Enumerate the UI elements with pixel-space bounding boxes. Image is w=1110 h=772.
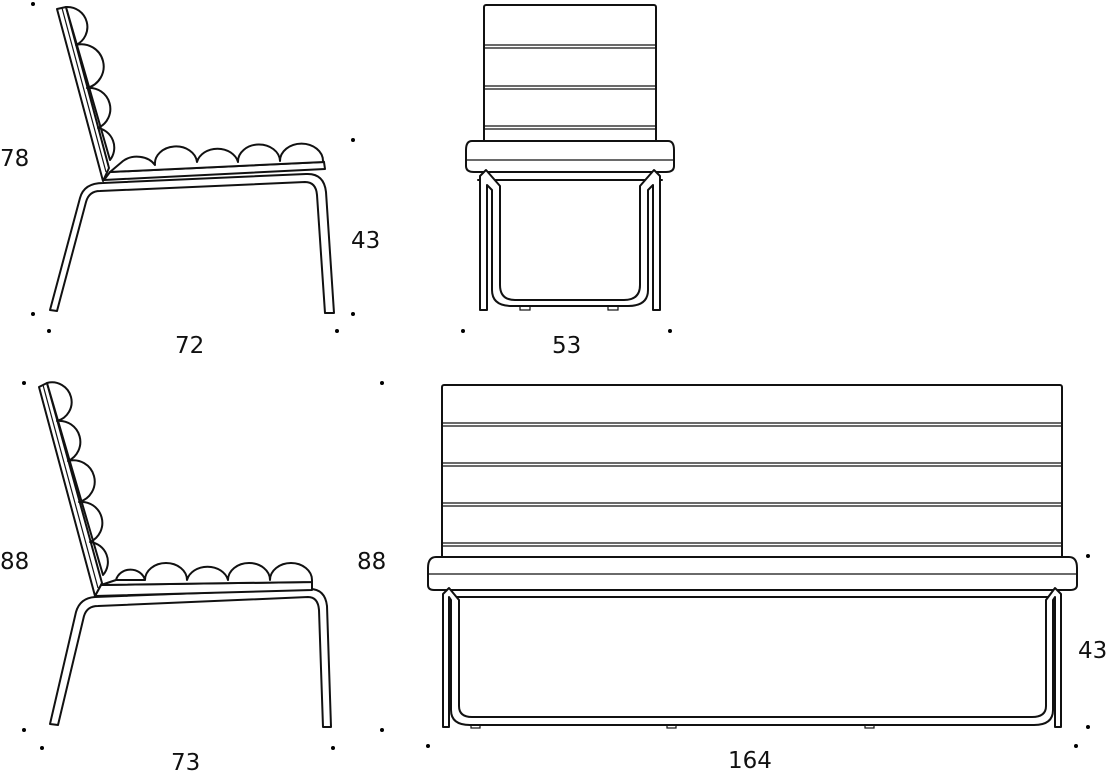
seat-cushion bbox=[465, 140, 675, 173]
dimension-height: 78 bbox=[0, 146, 29, 172]
backrest-cushions bbox=[46, 381, 109, 576]
lounge-chair-side-view: 78 43 72 bbox=[0, 2, 380, 359]
dimension-height-right: 88 bbox=[357, 549, 386, 575]
dimension-seat-height: 43 bbox=[1078, 638, 1107, 664]
backrest-cushions bbox=[65, 5, 116, 161]
highback-chair-side-view: 88 88 73 bbox=[0, 381, 386, 772]
lounge-chair-front-view: 53 bbox=[461, 4, 675, 359]
sofa-frame bbox=[442, 587, 1062, 728]
dimension-depth: 72 bbox=[175, 333, 204, 359]
backrest-plank bbox=[56, 6, 110, 182]
chair-frame bbox=[49, 172, 335, 314]
seat-cushions bbox=[109, 142, 325, 173]
seat-cushions bbox=[100, 562, 313, 586]
dimension-width: 164 bbox=[728, 748, 772, 772]
backrest bbox=[483, 4, 657, 146]
dimension-seat-height: 43 bbox=[351, 228, 380, 254]
sofa-front-view: 164 43 bbox=[426, 384, 1107, 772]
dimension-width: 53 bbox=[552, 333, 581, 359]
chair-frame bbox=[479, 169, 661, 311]
backrest bbox=[441, 384, 1063, 562]
dimension-depth: 73 bbox=[171, 750, 200, 772]
dimension-height-left: 88 bbox=[0, 549, 29, 575]
chair-frame bbox=[49, 587, 332, 728]
